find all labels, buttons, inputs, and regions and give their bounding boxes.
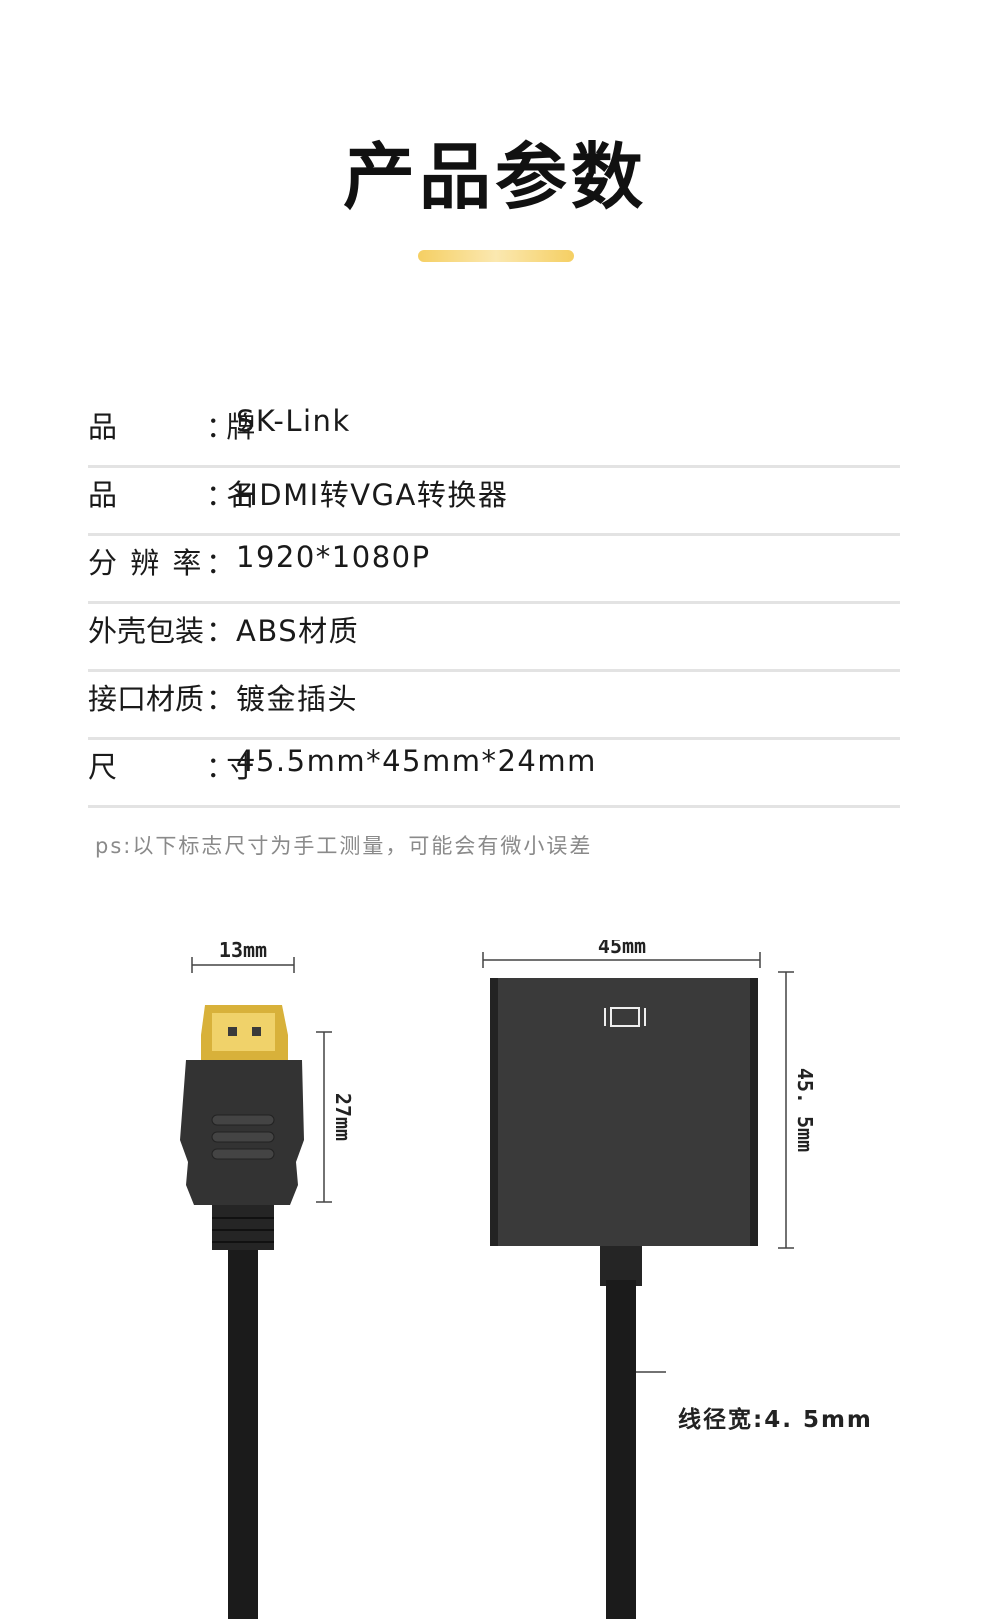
- spec-colon: ：: [206, 750, 236, 784]
- spec-row-name: 品 名 ： HDMI转VGA转换器: [88, 468, 900, 536]
- spec-value: HDMI转VGA转换器: [236, 478, 509, 512]
- spec-value: 镀金插头: [236, 682, 359, 716]
- adapter-height-label: 45. 5mm: [793, 1068, 817, 1152]
- measurement-note: ps:以下标志尺寸为手工测量，可能会有微小误差: [95, 834, 593, 858]
- spec-colon: ：: [206, 614, 236, 648]
- spec-value: SK-Link: [236, 404, 351, 438]
- spec-label: 品 牌: [88, 410, 306, 444]
- spec-colon: ：: [206, 682, 236, 716]
- title-accent-bar: [418, 250, 574, 262]
- spec-row-resolution: 分 辨 率 ： 1920*1080P: [88, 536, 900, 604]
- product-diagram: 13mm 27mm 45mm: [180, 940, 817, 1619]
- spec-colon: ：: [206, 546, 236, 580]
- vga-adapter: 45mm 45. 5mm: [482, 940, 817, 1619]
- spec-value: 1920*1080P: [236, 540, 431, 574]
- spec-label: 品 名: [88, 478, 306, 512]
- adapter-cable: [606, 1280, 636, 1619]
- spec-label: 尺 寸: [88, 750, 306, 784]
- spec-value: ABS材质: [236, 614, 360, 648]
- spec-value: 45.5mm*45mm*24mm: [236, 744, 597, 778]
- hdmi-height-label: 27mm: [331, 1093, 355, 1141]
- hdmi-width-label: 13mm: [219, 940, 267, 962]
- adapter-width-label: 45mm: [598, 940, 646, 958]
- spec-colon: ：: [206, 410, 236, 444]
- spec-label: 外壳包装: [88, 614, 205, 648]
- spec-label: 接口材质: [88, 682, 205, 716]
- page-title: 产品参数: [342, 135, 647, 219]
- spec-label: 分 辨 率: [88, 546, 204, 580]
- hdmi-cable: [228, 1250, 258, 1619]
- spec-row-shell: 外壳包装 ： ABS材质: [88, 604, 900, 672]
- cable-width-label: 线径宽:4. 5mm: [678, 1407, 873, 1433]
- spec-row-brand: 品 牌 ： SK-Link: [88, 400, 900, 468]
- spec-row-connector: 接口材质 ： 镀金插头: [88, 672, 900, 740]
- hdmi-connector: 13mm 27mm: [180, 940, 355, 1619]
- adapter-body: [490, 978, 758, 1246]
- spec-colon: ：: [206, 478, 236, 512]
- spec-row-size: 尺 寸 ： 45.5mm*45mm*24mm: [88, 740, 900, 808]
- spec-table: 品 牌 ： SK-Link 品 名 ： HDMI转VGA转换器 分 辨 率 ： …: [88, 400, 900, 808]
- vga-port-icon: [604, 1007, 646, 1027]
